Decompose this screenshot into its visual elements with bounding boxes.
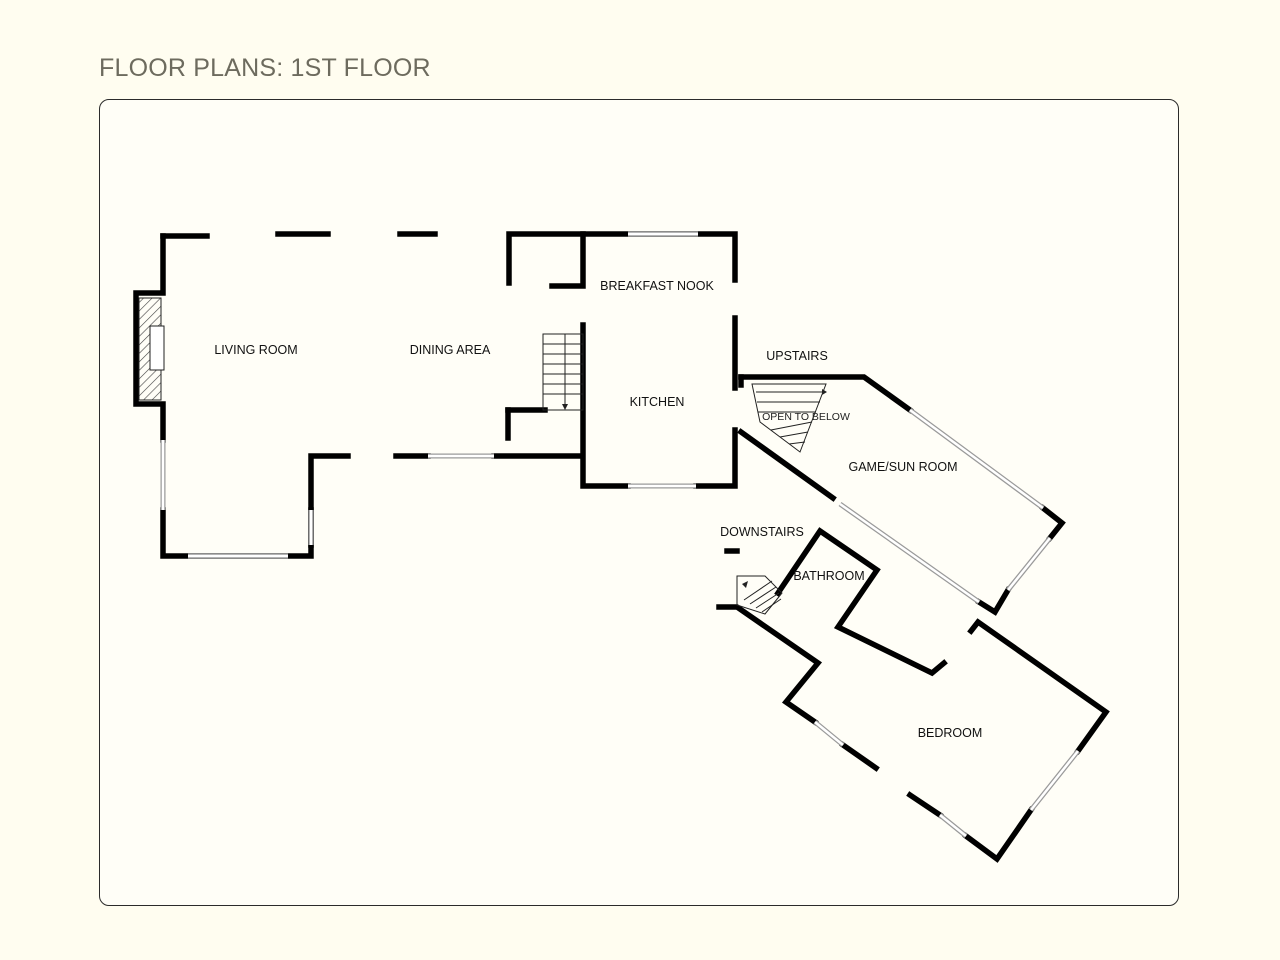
living-dining-walls <box>133 231 585 559</box>
label-open-to-below: OPEN TO BELOW <box>762 411 850 423</box>
bedroom-windows <box>813 720 1080 838</box>
game-room-walls <box>737 374 1066 616</box>
label-bathroom: BATHROOM <box>793 569 864 583</box>
label-kitchen: KITCHEN <box>630 395 685 409</box>
label-breakfast-nook: BREAKFAST NOOK <box>600 279 714 293</box>
label-downstairs: DOWNSTAIRS <box>720 525 804 539</box>
bedroom-walls <box>716 527 1110 863</box>
label-living-room: LIVING ROOM <box>214 343 297 357</box>
upper-stair <box>751 383 827 453</box>
label-game-sun-room: GAME/SUN ROOM <box>848 460 957 474</box>
lower-stair <box>736 575 783 615</box>
main-stair <box>542 333 584 411</box>
living-windows <box>160 440 494 559</box>
fireplace <box>138 297 165 401</box>
label-dining-area: DINING AREA <box>410 343 491 357</box>
kitchen-windows <box>628 231 698 489</box>
game-room-windows <box>838 407 1052 605</box>
page-title: FLOOR PLANS: 1ST FLOOR <box>99 54 431 82</box>
label-upstairs: UPSTAIRS <box>766 349 828 363</box>
label-bedroom: BEDROOM <box>918 726 983 740</box>
